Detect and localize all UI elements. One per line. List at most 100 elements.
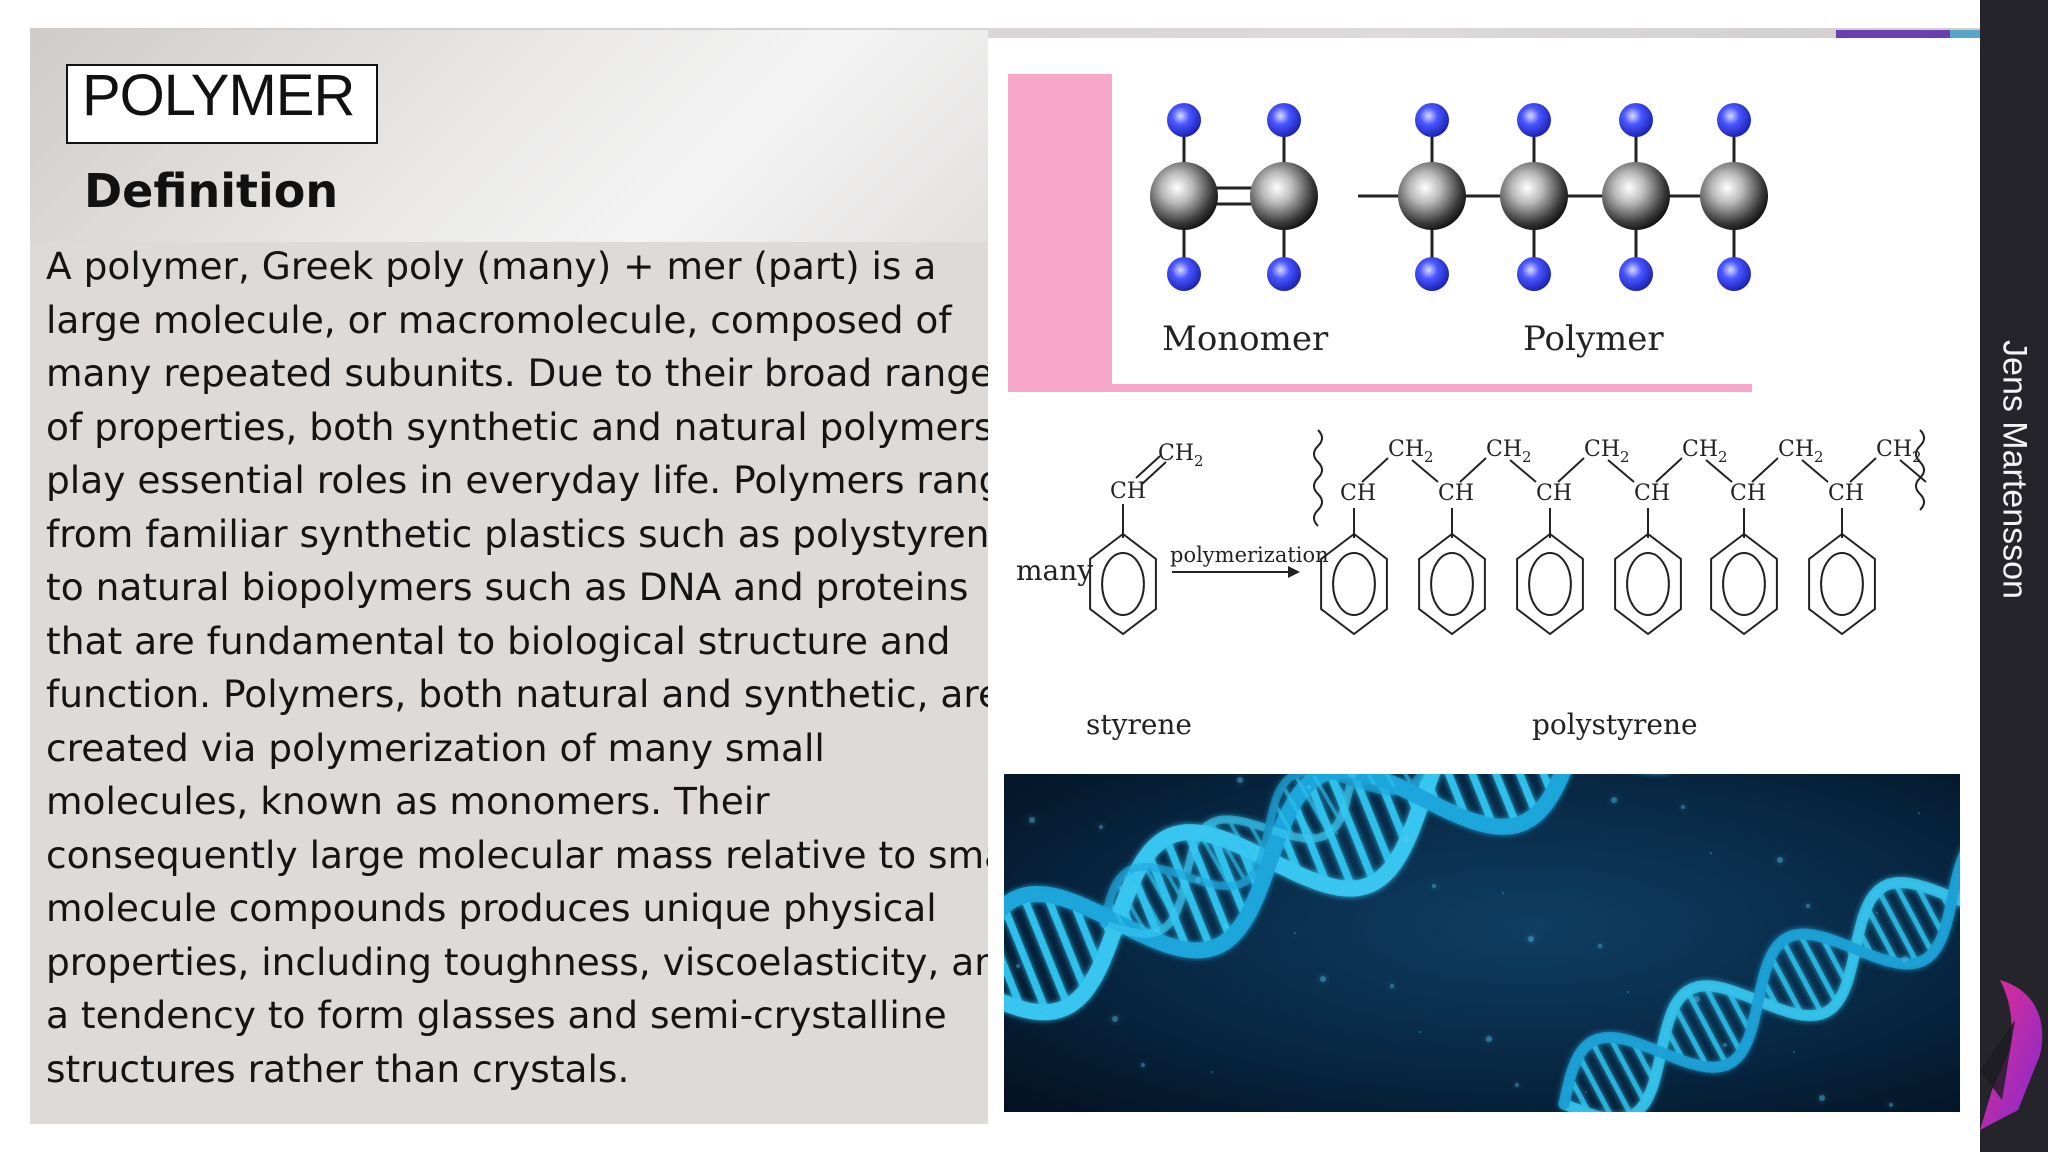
carbon-atom <box>1150 162 1218 230</box>
particle <box>1681 805 1685 809</box>
ch2-label: CH2 <box>1778 437 1824 466</box>
ch2-label: CH2 <box>1486 437 1532 466</box>
carbon-atom <box>1602 162 1670 230</box>
polystyrene-label: polystyrene <box>1532 708 1698 741</box>
particle <box>1611 797 1617 803</box>
base-pair <box>1864 904 1900 966</box>
base-pair <box>1042 891 1090 995</box>
base-pair <box>1004 902 1051 1016</box>
subscript: 2 <box>1912 448 1922 466</box>
body-line: of properties, both synthetic and natura… <box>46 404 994 449</box>
title-box: POLYMER <box>66 64 378 144</box>
ch-label: CH <box>1340 481 1376 506</box>
hydrogen-atom <box>1517 103 1551 137</box>
chain-end-squiggle <box>1915 429 1925 511</box>
particle <box>1195 877 1201 883</box>
ch-label: CH <box>1438 481 1474 506</box>
author-sidebar <box>1980 0 2048 1152</box>
ch-label: CH <box>1536 481 1572 506</box>
base-pair <box>1450 774 1498 830</box>
vinyl-double-bond <box>1135 455 1161 479</box>
base-pair <box>1209 820 1248 884</box>
polymer-chain <box>1358 103 1768 291</box>
pink-accent-line <box>1008 384 1752 392</box>
particle <box>1528 936 1534 942</box>
base-pair <box>1819 934 1850 987</box>
hydrogen-atom <box>1619 257 1653 291</box>
base-pair <box>1190 850 1212 886</box>
hydrogen-atom <box>1267 257 1301 291</box>
base-pair <box>1309 774 1342 822</box>
definition-body: A polymer, Greek poly (many) + mer (part… <box>46 240 1028 1096</box>
hydrogen-atom <box>1167 103 1201 137</box>
base-pair <box>1019 892 1072 1010</box>
hydrogen-atom <box>1619 103 1653 137</box>
aromatic-circle <box>1101 552 1145 616</box>
particle <box>1918 812 1920 814</box>
particle <box>1723 1043 1727 1047</box>
benzene-ring <box>1808 532 1876 636</box>
particle <box>1403 837 1409 843</box>
particle <box>1211 1071 1213 1073</box>
corner-decoration <box>1980 980 2043 1130</box>
backbone-bond <box>1411 459 1439 483</box>
ch-label: CH <box>1730 481 1766 506</box>
particle <box>1029 817 1035 823</box>
ch-label: CH <box>1110 479 1146 504</box>
base-pair <box>1684 988 1730 1068</box>
particle <box>1128 872 1130 874</box>
dna-helix-right <box>1558 825 1960 1112</box>
hydrogen-atom <box>1167 257 1201 291</box>
particle <box>1390 984 1394 988</box>
base-pair <box>1143 865 1176 919</box>
backbone-bond <box>1751 457 1779 483</box>
monomer-label: Monomer <box>1162 319 1329 359</box>
hydrogen-atom <box>1717 257 1751 291</box>
particle <box>1237 777 1243 783</box>
base-pair <box>1576 1052 1616 1112</box>
base-pair <box>1069 898 1104 971</box>
benzene-ring <box>1089 532 1157 636</box>
body-line: to natural biopolymers such as DNA and p… <box>46 565 969 609</box>
particle <box>1307 785 1311 789</box>
base-pair <box>1468 774 1521 829</box>
backbone-bond <box>1801 459 1829 483</box>
particle <box>1294 932 1296 934</box>
base-pair <box>1514 774 1556 799</box>
particle <box>1320 976 1326 982</box>
base-pair <box>1004 922 1026 1013</box>
base-pair <box>1913 882 1946 938</box>
particle <box>1419 1031 1421 1033</box>
many-label: many <box>1016 554 1093 587</box>
base-pair <box>1272 801 1296 839</box>
subscript: 2 <box>1814 448 1824 466</box>
aromatic-circle <box>1722 552 1766 616</box>
aromatic-circle <box>1332 552 1376 616</box>
backbone-bond <box>1509 459 1537 483</box>
slide-title: POLYMER <box>82 64 355 128</box>
body-line: properties, including toughness, viscoel… <box>46 939 1022 984</box>
benzene-ring <box>1710 532 1778 636</box>
ch2-label: CH2 <box>1584 437 1630 466</box>
dna-helix-image <box>1004 774 1960 1112</box>
particle <box>1710 852 1712 854</box>
body-line: large molecule, or macromolecule, compos… <box>46 297 952 342</box>
body-line: structures rather than crystals. <box>46 1046 630 1091</box>
aromatic-circle <box>1430 552 1474 616</box>
benzene-ring <box>1516 532 1584 636</box>
base-pair <box>1589 1039 1634 1112</box>
particle <box>1902 956 1908 962</box>
ch-label: CH <box>1634 481 1670 506</box>
author-name: Jens Martensson <box>1995 340 2034 599</box>
base-pair <box>1325 774 1378 887</box>
vinyl-double-bond <box>1141 461 1167 485</box>
base-pair <box>1780 938 1825 1017</box>
reaction-arrow-head <box>1288 566 1300 578</box>
accent-bar-purple <box>1836 30 1950 39</box>
monomer-molecule <box>1150 103 1318 291</box>
base-pair <box>1162 834 1215 953</box>
body-line: many repeated subunits. Due to their bro… <box>46 351 994 395</box>
